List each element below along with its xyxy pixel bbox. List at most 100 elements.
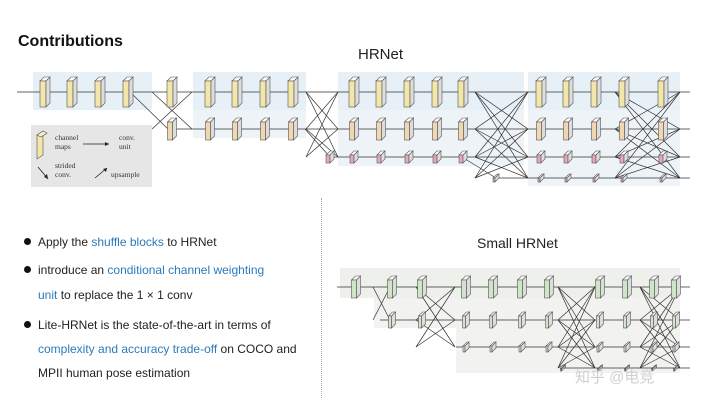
bullet-dot bbox=[24, 321, 31, 328]
channel-map-block-side bbox=[568, 76, 574, 108]
channel-map-block-side bbox=[463, 76, 469, 108]
channel-map-block-side bbox=[72, 76, 78, 108]
fusion-line bbox=[474, 128, 529, 179]
channel-map-block-side bbox=[356, 275, 361, 299]
channel-map-block-side bbox=[652, 341, 658, 353]
fusion-line bbox=[461, 156, 497, 179]
text-span: MPII human pose estimation bbox=[38, 366, 191, 380]
highlight-span: shuffle blocks bbox=[91, 235, 164, 249]
channel-map-block-side bbox=[464, 341, 470, 353]
channel-map-block bbox=[619, 121, 625, 141]
channel-map-block bbox=[260, 121, 266, 141]
channel-map-block bbox=[376, 121, 382, 141]
channel-map-block bbox=[658, 121, 664, 141]
stage-background bbox=[338, 72, 524, 110]
channel-map-block-side bbox=[540, 150, 546, 164]
channel-map-block-side bbox=[627, 275, 632, 299]
channel-map-block bbox=[39, 80, 47, 108]
channel-map-block-side bbox=[492, 311, 497, 329]
channel-map-block-side bbox=[676, 275, 681, 299]
channel-map-block bbox=[404, 154, 410, 164]
fusion-line bbox=[614, 91, 681, 158]
channel-map-block bbox=[563, 154, 569, 164]
fusion-line bbox=[151, 91, 193, 130]
fusion-line bbox=[557, 286, 596, 369]
slide-title: Contributions bbox=[18, 33, 123, 50]
channel-map-block-side bbox=[561, 364, 566, 372]
hrnet-diagram-title: HRNet bbox=[358, 46, 404, 63]
channel-map-block-side bbox=[354, 76, 360, 108]
channel-map-block bbox=[94, 80, 102, 108]
channel-map-block bbox=[619, 154, 625, 164]
channel-map-block-side bbox=[437, 76, 443, 108]
channel-map-block-side bbox=[172, 117, 177, 141]
channel-map-block bbox=[204, 80, 212, 108]
channel-map-block bbox=[403, 80, 411, 108]
channel-map-block-side bbox=[237, 117, 242, 141]
channel-map-block-side bbox=[329, 150, 335, 164]
bullet-line: complexity and accuracy trade-off on COC… bbox=[38, 341, 297, 357]
channel-map-block-side bbox=[625, 341, 631, 353]
channel-map-block-side bbox=[600, 275, 605, 299]
channel-map-block bbox=[66, 80, 74, 108]
channel-map-block-side bbox=[265, 76, 271, 108]
fusion-line bbox=[304, 128, 331, 158]
channel-map-block-side bbox=[293, 76, 299, 108]
channel-map-block-side bbox=[491, 341, 497, 353]
channel-map-block bbox=[671, 279, 677, 299]
channel-map-block-side bbox=[662, 150, 668, 164]
channel-map-block bbox=[657, 80, 665, 108]
channel-map-block-side bbox=[548, 311, 553, 329]
channel-map-block-side bbox=[522, 275, 527, 299]
fusion-line bbox=[557, 346, 596, 369]
channel-map-block-side bbox=[237, 76, 243, 108]
channel-map-block-side bbox=[520, 341, 526, 353]
channel-map-block bbox=[489, 315, 493, 329]
channel-map-block bbox=[590, 80, 598, 108]
channel-map-block bbox=[595, 279, 601, 299]
channel-map-block bbox=[518, 315, 522, 329]
channel-map-block-side bbox=[408, 150, 414, 164]
channel-map-block-side bbox=[541, 76, 547, 108]
text-span: Apply the bbox=[38, 235, 92, 249]
channel-map-block-side bbox=[674, 364, 679, 372]
channel-map-block bbox=[349, 154, 355, 164]
channel-map-block-side bbox=[595, 150, 601, 164]
channel-map-block-side bbox=[422, 275, 427, 299]
channel-map-block bbox=[488, 279, 494, 299]
channel-map-block bbox=[596, 315, 600, 329]
channel-map-block bbox=[563, 121, 569, 141]
channel-map-block bbox=[166, 80, 174, 108]
channel-map-block-side bbox=[493, 275, 498, 299]
fusion-line bbox=[415, 319, 456, 348]
highlight-span: complexity and accuracy trade-off bbox=[38, 342, 218, 356]
channel-map-block bbox=[544, 279, 550, 299]
channel-map-block bbox=[650, 315, 654, 329]
bullet-line: unit to replace the 1 × 1 conv bbox=[38, 287, 192, 303]
channel-map-block-side bbox=[353, 150, 359, 164]
fusion-line bbox=[474, 156, 529, 179]
channel-map-block-side bbox=[623, 150, 629, 164]
channel-map-block bbox=[432, 154, 438, 164]
channel-map-block-side bbox=[622, 173, 628, 183]
channel-map-block bbox=[461, 279, 467, 299]
channel-map-block-side bbox=[293, 117, 298, 141]
fusion-line bbox=[305, 91, 339, 158]
channel-map-block-side bbox=[100, 76, 106, 108]
channel-map-block-side bbox=[437, 117, 442, 141]
channel-map-block bbox=[458, 121, 464, 141]
channel-map-block bbox=[167, 121, 173, 141]
channel-map-block-side bbox=[381, 76, 387, 108]
fusion-line bbox=[639, 286, 681, 369]
channel-map-block-side bbox=[566, 173, 572, 183]
channel-map-block-side bbox=[436, 150, 442, 164]
channel-map-block-side bbox=[539, 173, 545, 183]
fusion-line bbox=[557, 286, 596, 348]
text-span: introduce an bbox=[38, 263, 108, 277]
channel-map-block-side bbox=[674, 341, 680, 353]
channel-map-block-side bbox=[661, 173, 667, 183]
channel-map-block-side bbox=[568, 117, 573, 141]
fusion-line bbox=[305, 91, 339, 130]
channel-map-block-side bbox=[541, 117, 546, 141]
